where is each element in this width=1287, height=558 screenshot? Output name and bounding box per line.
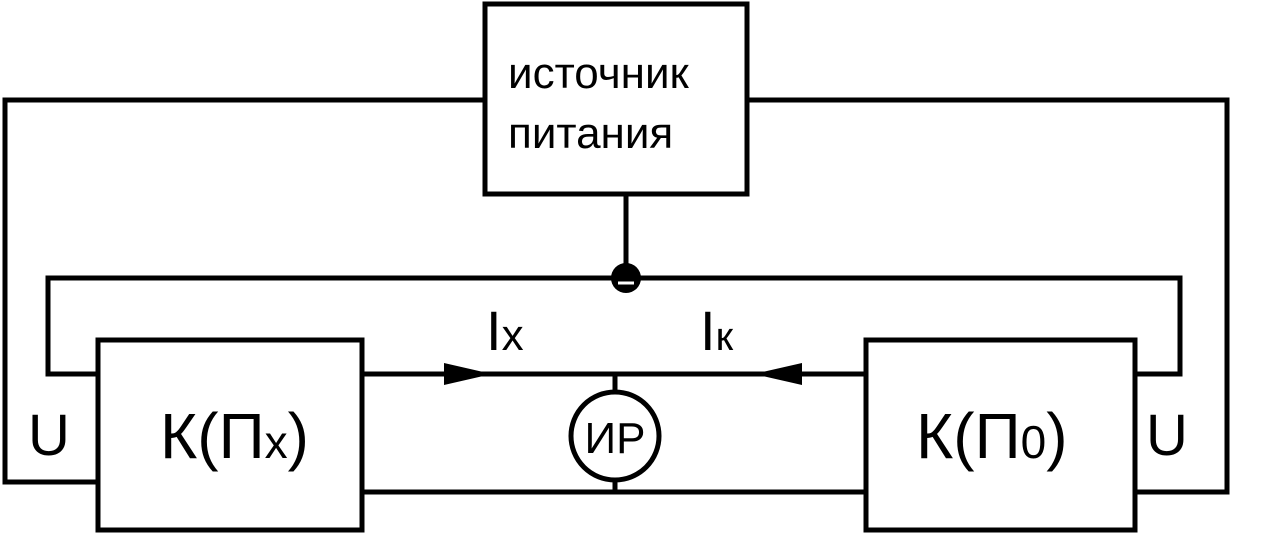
right-block-box: [863, 337, 1138, 533]
power-source-label-line2: питания: [508, 109, 673, 158]
junction-node: [611, 263, 641, 293]
meter-circle: [568, 389, 662, 483]
power-source-label-line1: источник: [508, 49, 690, 98]
current-ik-label: Iк: [700, 299, 734, 362]
meter-label: ИР: [585, 414, 646, 463]
right-block-label: К(П0): [916, 400, 1068, 472]
power-source-box: [482, 1, 750, 197]
arrow-ik-icon: [754, 363, 802, 385]
wire-outer-left: [2, 97, 488, 485]
wire-outer-right: [744, 97, 1230, 495]
voltage-right-label: U: [1146, 403, 1188, 468]
current-ix-label: Ix: [486, 299, 524, 362]
arrow-ix-icon: [444, 363, 492, 385]
left-block-box: [95, 337, 365, 533]
left-block-label: К(Пx): [160, 400, 309, 472]
voltage-left-label: U: [28, 403, 70, 468]
